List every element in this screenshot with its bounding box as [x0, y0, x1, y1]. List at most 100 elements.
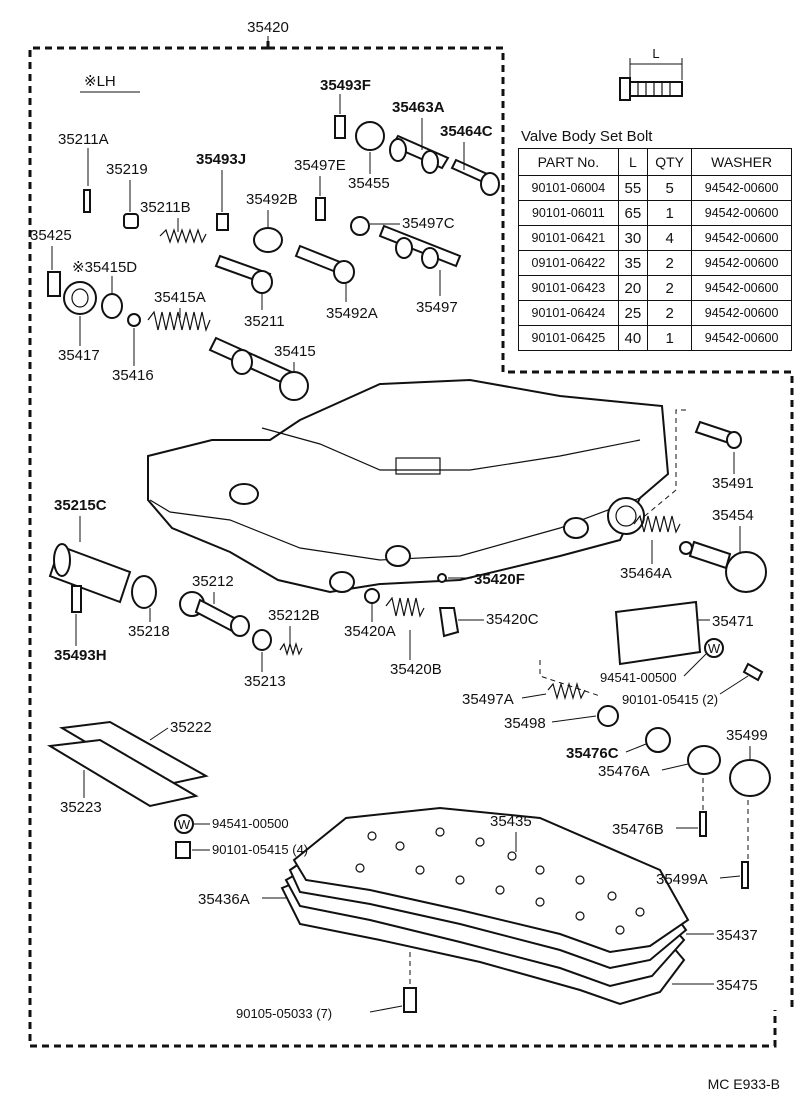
cell-qty: 5	[647, 175, 693, 201]
callout-35211B: 35211B	[140, 199, 191, 216]
callout-90101-05415-left: 90101-05415 (4)	[212, 842, 308, 857]
washer-35415D	[101, 293, 123, 319]
callout-35425: 35425	[30, 227, 72, 244]
pin-35493H	[71, 585, 82, 613]
callout-94541-00500-left: 94541-00500	[212, 816, 289, 831]
cell-washer: 94542-00600	[691, 175, 792, 201]
cell-washer: 94542-00600	[691, 325, 792, 351]
column-header-l: L	[617, 148, 649, 176]
spring-35464A	[633, 514, 681, 534]
lower-valve-body-stack	[280, 806, 690, 1006]
cell-part-no: 90101-06421	[518, 225, 619, 251]
valve-35497	[378, 224, 462, 269]
callout-35499: 35499	[726, 727, 768, 744]
callout-35492B: 35492B	[246, 191, 298, 208]
valve-35415	[208, 336, 309, 401]
washer-right-w: W	[708, 641, 721, 656]
cell-l: 65	[617, 200, 649, 226]
callout-35454: 35454	[712, 507, 754, 524]
cell-washer: 94542-00600	[691, 250, 792, 276]
spring-35415A	[147, 310, 211, 333]
sleeve-35455	[355, 121, 385, 151]
callout-35211: 35211	[244, 313, 285, 330]
plug-35476A	[687, 745, 721, 775]
spring-35497A	[547, 681, 586, 701]
plug-35219	[123, 213, 139, 229]
callout-35420C: 35420C	[486, 611, 539, 628]
table-row: 90101-06424 25 2 94542-00600	[518, 300, 792, 326]
sleeve-35492B	[253, 227, 283, 253]
bolt-table-title: Valve Body Set Bolt	[521, 128, 653, 145]
callout-35497: 35497	[416, 299, 458, 316]
callout-35493F: 35493F	[320, 77, 371, 94]
table-row: 90101-06421 30 4 94542-00600	[518, 225, 792, 251]
column-header-part-no: PART No.	[518, 148, 619, 176]
table-row: 90101-06423 20 2 94542-00600	[518, 275, 792, 301]
diagram-code: MC E933-B	[707, 1076, 780, 1092]
callout-35476B: 35476B	[612, 821, 664, 838]
callout-35471: 35471	[712, 613, 754, 630]
spring-35212B	[279, 641, 303, 657]
callout-35493H: 35493H	[54, 647, 107, 664]
washer-left	[174, 814, 194, 834]
bolt-length-icon: L	[619, 46, 683, 101]
callout-35420B: 35420B	[390, 661, 442, 678]
callout-35455: 35455	[348, 175, 390, 192]
cell-part-no: 90101-06425	[518, 325, 619, 351]
upper-valve-body	[147, 378, 670, 594]
ball-35420F	[437, 573, 447, 583]
callout-35476A: 35476A	[598, 763, 650, 780]
leader-35497A-dashed	[539, 660, 601, 697]
cell-l: 25	[617, 300, 649, 326]
valve-35454	[679, 540, 767, 593]
valve-35476C	[645, 727, 671, 753]
column-header-qty: QTY	[647, 148, 693, 176]
bolt-bottom	[403, 987, 417, 1013]
callout-35492A: 35492A	[326, 305, 378, 322]
cell-part-no: 90101-06424	[518, 300, 619, 326]
plug-35417	[63, 281, 97, 315]
cell-washer: 94542-00600	[691, 200, 792, 226]
cell-qty: 2	[647, 275, 693, 301]
callout-35463A: 35463A	[392, 99, 445, 116]
callout-90101-05415-right: 90101-05415 (2)	[622, 692, 718, 707]
bolt-right	[742, 662, 764, 682]
ball-35420A	[364, 588, 380, 604]
callout-35219: 35219	[106, 161, 148, 178]
callout-35499A: 35499A	[656, 871, 708, 888]
ball-35497C	[350, 216, 370, 236]
callout-35475: 35475	[716, 977, 758, 994]
callout-94541-00500-right: 94541-00500	[600, 670, 677, 685]
bolt-table-header-row: PART No. L QTY WASHER	[518, 148, 792, 176]
valve-35464C	[450, 158, 500, 196]
pin-35476B	[699, 811, 707, 837]
plug-35213	[252, 629, 272, 651]
cell-part-no: 90101-06004	[518, 175, 619, 201]
callout-35491: 35491	[712, 475, 754, 492]
pin-35493F	[334, 115, 346, 139]
callout-35493J: 35493J	[196, 151, 246, 168]
callout-35218: 35218	[128, 623, 170, 640]
cell-qty: 2	[647, 250, 693, 276]
lh-note: ※LH	[84, 73, 116, 90]
cell-l: 30	[617, 225, 649, 251]
callout-35213: 35213	[244, 673, 286, 690]
callout-35497C: 35497C	[402, 215, 455, 232]
pin-35499A	[741, 861, 749, 889]
callout-35212: 35212	[192, 573, 234, 590]
callout-35416: 35416	[112, 367, 154, 384]
bolt-left	[175, 841, 191, 859]
callout-35437: 35437	[716, 927, 758, 944]
cell-qty: 1	[647, 200, 693, 226]
callout-35215C: 35215C	[54, 497, 107, 514]
callout-35415: 35415	[274, 343, 316, 360]
cell-l: 35	[617, 250, 649, 276]
washer-left-w: W	[178, 817, 191, 832]
callout-35415A: 35415A	[154, 289, 206, 306]
gasket-35223	[46, 738, 199, 808]
column-header-washer: WASHER	[691, 148, 792, 176]
cell-qty: 4	[647, 225, 693, 251]
table-row: 09101-06422 35 2 94542-00600	[518, 250, 792, 276]
callout-35420F: 35420F	[474, 571, 525, 588]
